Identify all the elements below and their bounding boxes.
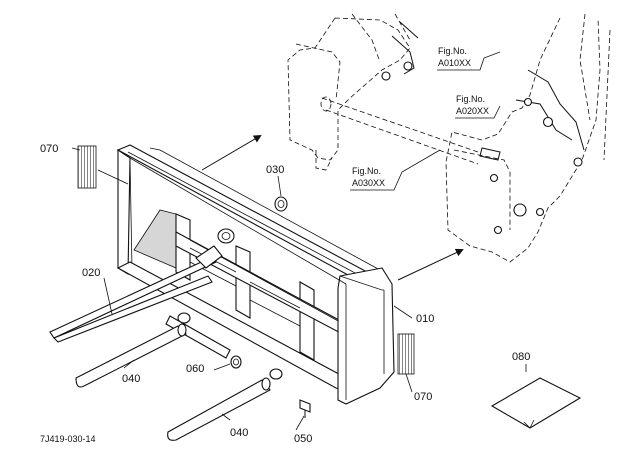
- stabilizer-spear-040-left: [75, 323, 187, 388]
- manual-080: [490, 377, 582, 429]
- callout-020: 020: [82, 267, 100, 279]
- arrow-lower: [397, 248, 464, 281]
- decal-070-right: [397, 333, 415, 375]
- callout-050: 050: [294, 433, 312, 445]
- callout-070-top: 070: [40, 143, 58, 155]
- fig-ref-3-code: A030XX: [352, 178, 385, 188]
- callout-070-right: 070: [414, 391, 432, 403]
- callout-060: 060: [186, 363, 204, 375]
- fig-ref-2-code: A020XX: [456, 106, 489, 116]
- fig-ref-1-code: A010XX: [438, 58, 471, 68]
- callout-040-left: 040: [122, 373, 140, 385]
- bale-spear-020: [49, 245, 223, 343]
- loader-arm-illustration: [287, 13, 611, 263]
- decal-070-top: [77, 145, 97, 189]
- arrow-upper: [201, 134, 262, 171]
- nut-060: [230, 355, 242, 369]
- fig-ref-1-title: Fig.No.: [438, 46, 467, 56]
- fig-ref-3-title: Fig.No.: [352, 166, 381, 176]
- callout-080: 080: [512, 351, 530, 363]
- callout-040-bottom: 040: [230, 427, 248, 439]
- nut-030: [274, 196, 288, 212]
- drawing-number: 7J419-030-14: [40, 434, 96, 444]
- stabilizer-spear-040-bottom: [167, 377, 271, 441]
- fig-ref-2-title: Fig.No.: [456, 94, 485, 104]
- bolt-050: [299, 399, 311, 418]
- leader-lines: [71, 51, 527, 431]
- callout-030: 030: [266, 164, 284, 176]
- callout-010: 010: [416, 313, 434, 325]
